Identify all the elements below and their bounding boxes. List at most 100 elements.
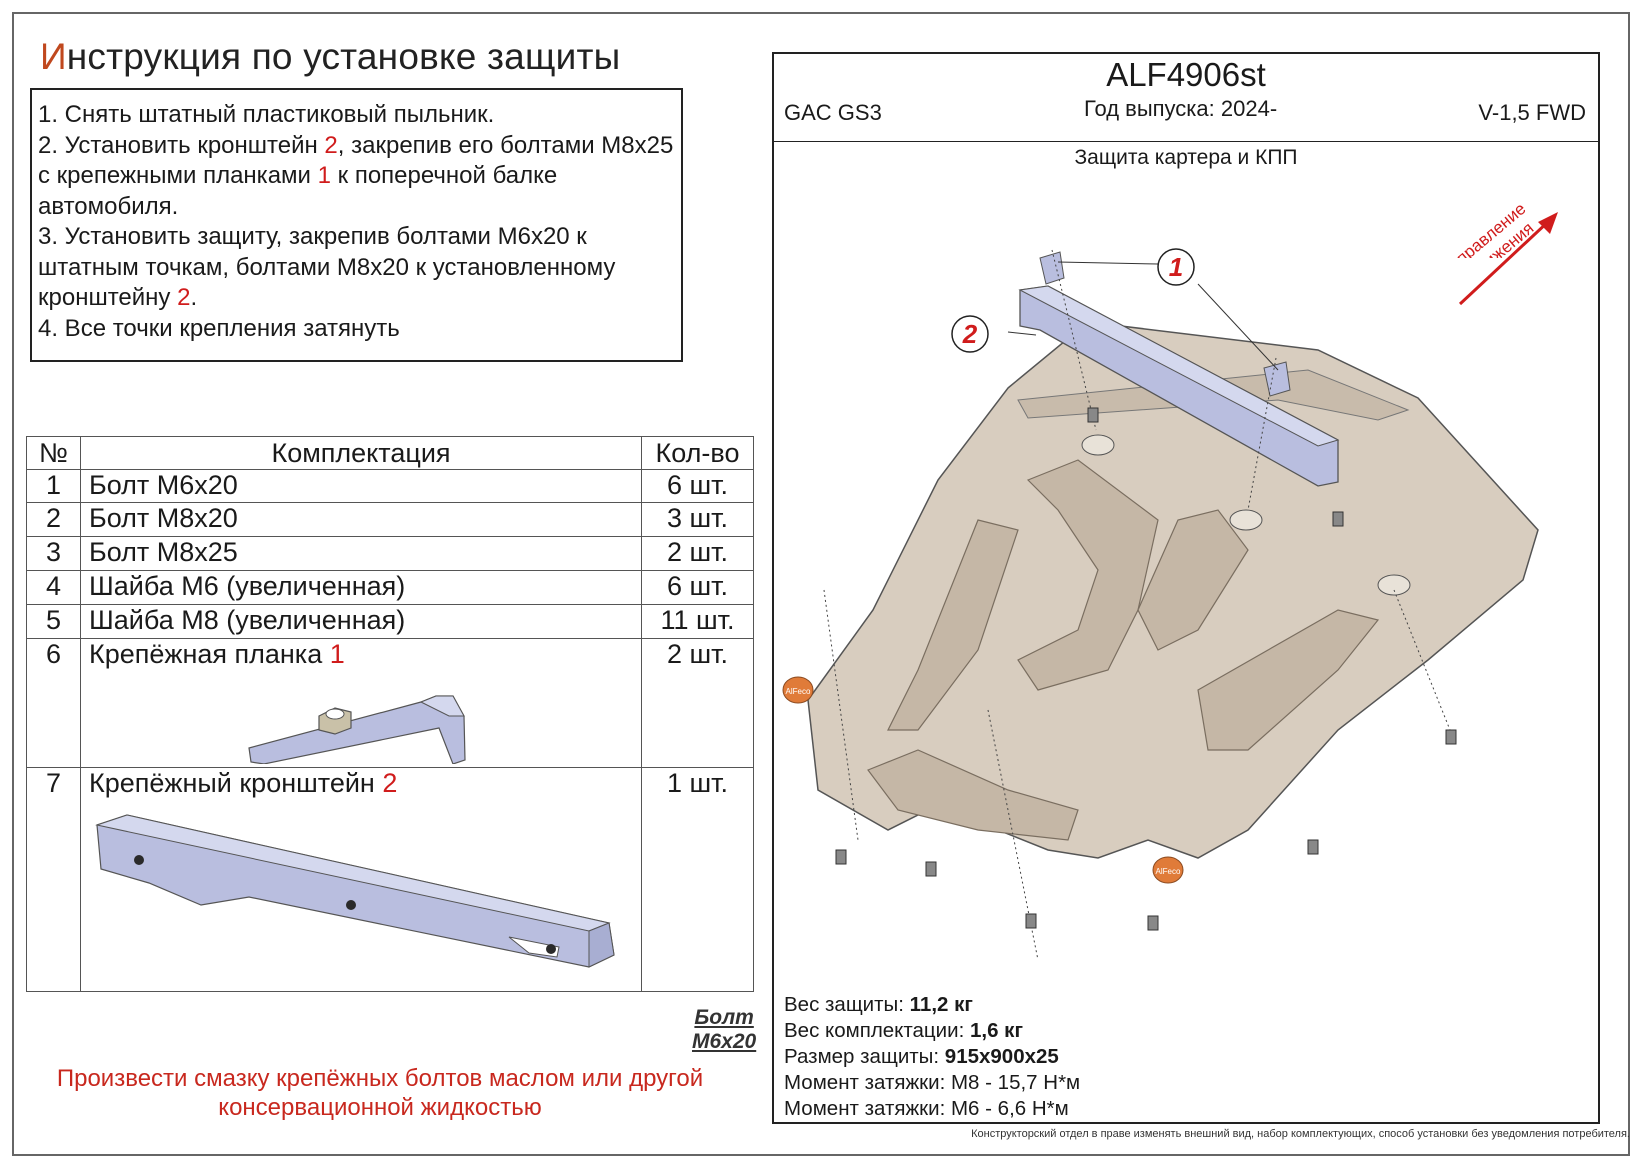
- header-qty: Кол-во: [641, 436, 754, 470]
- step-3-text-a: 3. Установить защиту, закрепив болтами М…: [38, 223, 616, 311]
- mount-hole: [1377, 574, 1411, 596]
- installation-diagram: 1 2 AlFeco AlFeco: [782, 248, 1539, 961]
- torque-m6-label: Момент затяжки:: [784, 1097, 951, 1120]
- callout-1: [1157, 248, 1195, 286]
- step-2-ref-1: 1: [317, 162, 331, 189]
- travel-direction-indicator: Направление движения: [1442, 199, 1537, 258]
- row-num: 5: [26, 604, 81, 639]
- title-rest: нструкция по установке защиты: [66, 36, 621, 77]
- weight-value: 11,2 кг: [909, 993, 973, 1016]
- title-first-letter: И: [40, 36, 67, 77]
- table-row: 7 Крепёжный кронштейн 2 1 шт.: [26, 767, 754, 992]
- header-name: Комплектация: [80, 436, 642, 470]
- row-qty: 11 шт.: [641, 604, 754, 639]
- stiffening-rib: [1017, 459, 1159, 691]
- table-row: 5 Шайба М8 (увеличенная) 11 шт.: [26, 604, 754, 639]
- size-value: 915х900х25: [944, 1045, 1059, 1068]
- table-row: 4 Шайба М6 (увеличенная) 6 шт.: [26, 570, 754, 605]
- mounting-plate-illustration: [248, 695, 466, 764]
- row-qty: 3 шт.: [641, 502, 754, 537]
- page-title: Инструкция по установке защиты: [40, 36, 620, 78]
- stiffening-rib: [867, 749, 1079, 841]
- torque-m8-value: М8 - 15,7 Н*м: [950, 1071, 1081, 1094]
- row-qty: 6 шт.: [641, 570, 754, 605]
- bolt-callout: Болт М6х20: [692, 1006, 756, 1054]
- table-row: 3 Болт М8х25 2 шт.: [26, 536, 754, 571]
- torque-m8-line: Момент затяжки: М8 - 15,7 Н*м: [784, 1070, 1080, 1096]
- step-4-text: 4. Все точки крепления затянуть: [38, 314, 400, 342]
- row-num: 3: [26, 536, 81, 571]
- callout-2-label: 2: [962, 319, 978, 349]
- table-row: 6 Крепёжная планка 1 2 шт.: [26, 638, 754, 768]
- direction-arrow-icon: [1458, 212, 1558, 306]
- row-ref: 2: [382, 768, 398, 798]
- lubrication-note: Произвести смазку крепёжных болтов масло…: [56, 1065, 704, 1121]
- stiffening-rib: [887, 519, 1019, 731]
- row-num: 6: [26, 638, 81, 768]
- kit-weight-label: Вес комплектации:: [784, 1019, 970, 1042]
- brand-logo-text: AlFeco: [1156, 867, 1181, 876]
- engine-drive: V-1,5 FWD: [1478, 100, 1586, 125]
- bolt-callout-line1: Болт: [694, 1006, 754, 1029]
- page-frame: [12, 12, 1630, 1156]
- mount-hole: [1229, 509, 1263, 531]
- weight-label: Вес защиты:: [784, 993, 910, 1016]
- spec-summary: Вес защиты: 11,2 кг Вес комплектации: 1,…: [784, 992, 1080, 1122]
- row-num: 1: [26, 469, 81, 503]
- bolt-callout-line2: М6х20: [692, 1030, 757, 1053]
- step-3-text-b: .: [190, 284, 198, 311]
- torque-m8-label: Момент затяжки:: [784, 1071, 951, 1094]
- row-name: Болт М6х20: [80, 469, 642, 503]
- weight-line: Вес защиты: 11,2 кг: [784, 992, 1080, 1018]
- row-qty: 2 шт.: [641, 536, 754, 571]
- step-4: 4. Все точки крепления затянуть: [38, 314, 675, 345]
- row-name: Шайба М8 (увеличенная): [80, 604, 642, 639]
- part-code: ALF4906st: [1106, 56, 1266, 93]
- brand-logo-text: AlFeco: [786, 687, 811, 696]
- row-qty: 1 шт.: [641, 767, 754, 992]
- stiffening-rib: [1197, 609, 1380, 751]
- row-num: 4: [26, 570, 81, 605]
- kit-header-row: № Комплектация Кол-во: [26, 436, 754, 470]
- kit-weight-line: Вес комплектации: 1,6 кг: [784, 1018, 1080, 1044]
- model-year: Год выпуска: 2024-: [1084, 96, 1278, 121]
- step-1-text: 1. Снять штатный пластиковый пыльник.: [38, 101, 495, 128]
- car-model: GAC GS3: [784, 100, 882, 125]
- row-name: Болт М8х25: [80, 536, 642, 571]
- row-name: Шайба М6 (увеличенная): [80, 570, 642, 605]
- step-3-ref-2: 2: [177, 284, 191, 311]
- callout-2: [951, 315, 989, 353]
- row-num: 7: [26, 767, 81, 992]
- step-2-text-b: , закрепив его болтами М8х25 с крепежным…: [38, 131, 674, 190]
- row-qty: 6 шт.: [641, 469, 754, 503]
- plate-1-left: [1039, 251, 1065, 285]
- step-2-text-c: к поперечной балке автомобиля.: [38, 162, 558, 220]
- torque-m6-line: Момент затяжки: М6 - 6,6 Н*м: [784, 1096, 1080, 1122]
- header-divider: [774, 141, 1598, 142]
- torque-m6-value: М6 - 6,6 Н*м: [950, 1097, 1069, 1120]
- row-qty: 2 шт.: [641, 638, 754, 768]
- bolt-icons: [835, 407, 1457, 931]
- brand-logo-badge: [1152, 856, 1184, 884]
- kit-table: № Комплектация Кол-во 1 Болт М6х20 6 шт.…: [26, 436, 754, 992]
- instruction-steps: 1. Снять штатный пластиковый пыльник. 2.…: [30, 88, 683, 362]
- step-1: 1. Снять штатный пластиковый пыльник.: [38, 100, 675, 131]
- row-name: Крепёжная планка: [89, 639, 330, 669]
- kit-weight-value: 1,6 кг: [969, 1019, 1023, 1042]
- brand-logo-badge: [782, 676, 814, 704]
- table-row: 1 Болт М6х20 6 шт.: [26, 469, 754, 503]
- size-label: Размер защиты:: [784, 1045, 945, 1068]
- header-num: №: [26, 436, 81, 470]
- step-2-text-a: 2. Установить кронштейн: [38, 131, 325, 159]
- step-3: 3. Установить защиту, закрепив болтами М…: [38, 222, 675, 314]
- stiffening-rib: [1137, 509, 1249, 651]
- row-ref: 1: [329, 639, 345, 669]
- protection-title: Защита картера и КПП: [1074, 146, 1298, 169]
- size-line: Размер защиты: 915х900х25: [784, 1044, 1080, 1070]
- disclaimer: Конструкторский отдел в праве изменять в…: [971, 1128, 1630, 1140]
- callout-1-label: 1: [1169, 252, 1183, 282]
- mount-hole: [1081, 434, 1115, 456]
- spec-panel: ALF4906st GAC GS3 Год выпуска: 2024- V-1…: [772, 52, 1600, 1124]
- row-name-cell: Крепёжная планка 1: [80, 638, 642, 768]
- bracket-2-flange: [1018, 285, 1340, 447]
